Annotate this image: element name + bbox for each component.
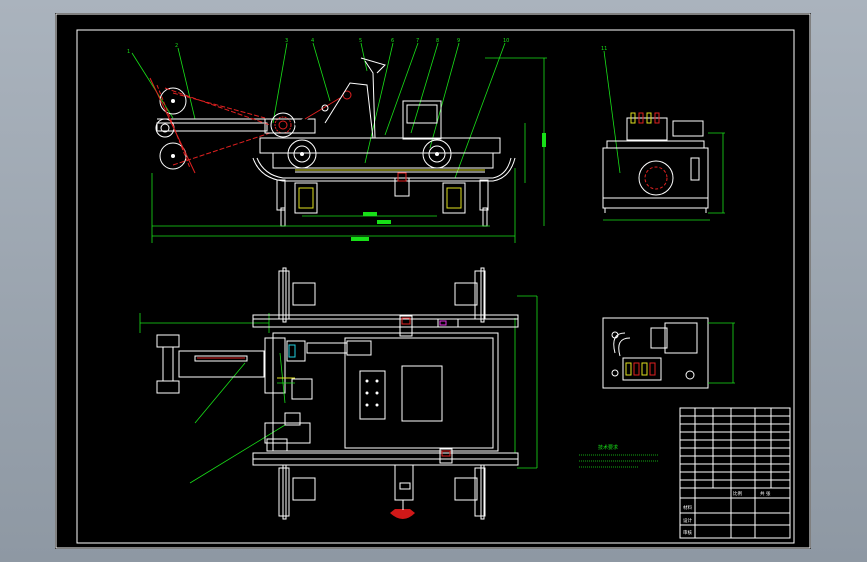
tb-designer: 设计 <box>683 517 692 524</box>
svg-text:5: 5 <box>359 38 362 44</box>
svg-text:9: 9 <box>457 38 460 44</box>
plan-components <box>390 315 459 519</box>
tb-material: 材料 <box>683 504 692 511</box>
plan-view: 技术要求 <box>139 267 659 520</box>
outer-frame <box>55 13 811 549</box>
pump-station-elevation: 11 <box>601 46 725 221</box>
svg-text:3: 3 <box>285 38 288 44</box>
title-block: 比例 共 张 材料 设计 审核 <box>679 407 791 539</box>
pump-station-plan <box>602 317 735 389</box>
inner-frame <box>76 29 795 544</box>
side-view-leader-labels: 1 2 3 4 5 6 7 8 9 10 <box>127 38 509 55</box>
plan-rail-wheels <box>278 267 486 520</box>
plan-frame <box>252 314 519 466</box>
svg-text:1: 1 <box>127 49 130 55</box>
svg-text:10: 10 <box>503 38 509 44</box>
side-view-dimensions <box>151 57 547 243</box>
vehicle-body <box>252 57 516 182</box>
plan-view-leaders <box>139 295 538 484</box>
rail-bogies <box>276 172 489 227</box>
tb-reviewer: 审核 <box>683 529 692 536</box>
measuring-arm <box>149 77 271 174</box>
tb-sheets: 共 张 <box>760 490 771 497</box>
hydraulic-cylinder <box>294 90 352 127</box>
svg-text:4: 4 <box>311 38 314 44</box>
technical-notes: 技术要求 <box>579 444 659 468</box>
svg-text:8: 8 <box>436 38 439 44</box>
drawing-sheet: 1 2 3 4 5 6 7 8 9 10 <box>55 13 811 549</box>
svg-text:11: 11 <box>601 46 607 52</box>
side-view-leaders <box>131 42 506 179</box>
title-block-rows <box>680 415 790 481</box>
notes-title: 技术要求 <box>598 444 618 451</box>
side-wheels <box>287 139 452 169</box>
drawing-canvas: 1 2 3 4 5 6 7 8 9 10 <box>55 13 811 549</box>
side-view: 1 2 3 4 5 6 7 8 9 10 <box>127 38 547 243</box>
svg-text:6: 6 <box>391 38 394 44</box>
svg-text:7: 7 <box>416 38 419 44</box>
svg-text:2: 2 <box>175 43 178 49</box>
plan-boom <box>156 334 372 452</box>
tb-scale: 比例 <box>733 490 742 497</box>
